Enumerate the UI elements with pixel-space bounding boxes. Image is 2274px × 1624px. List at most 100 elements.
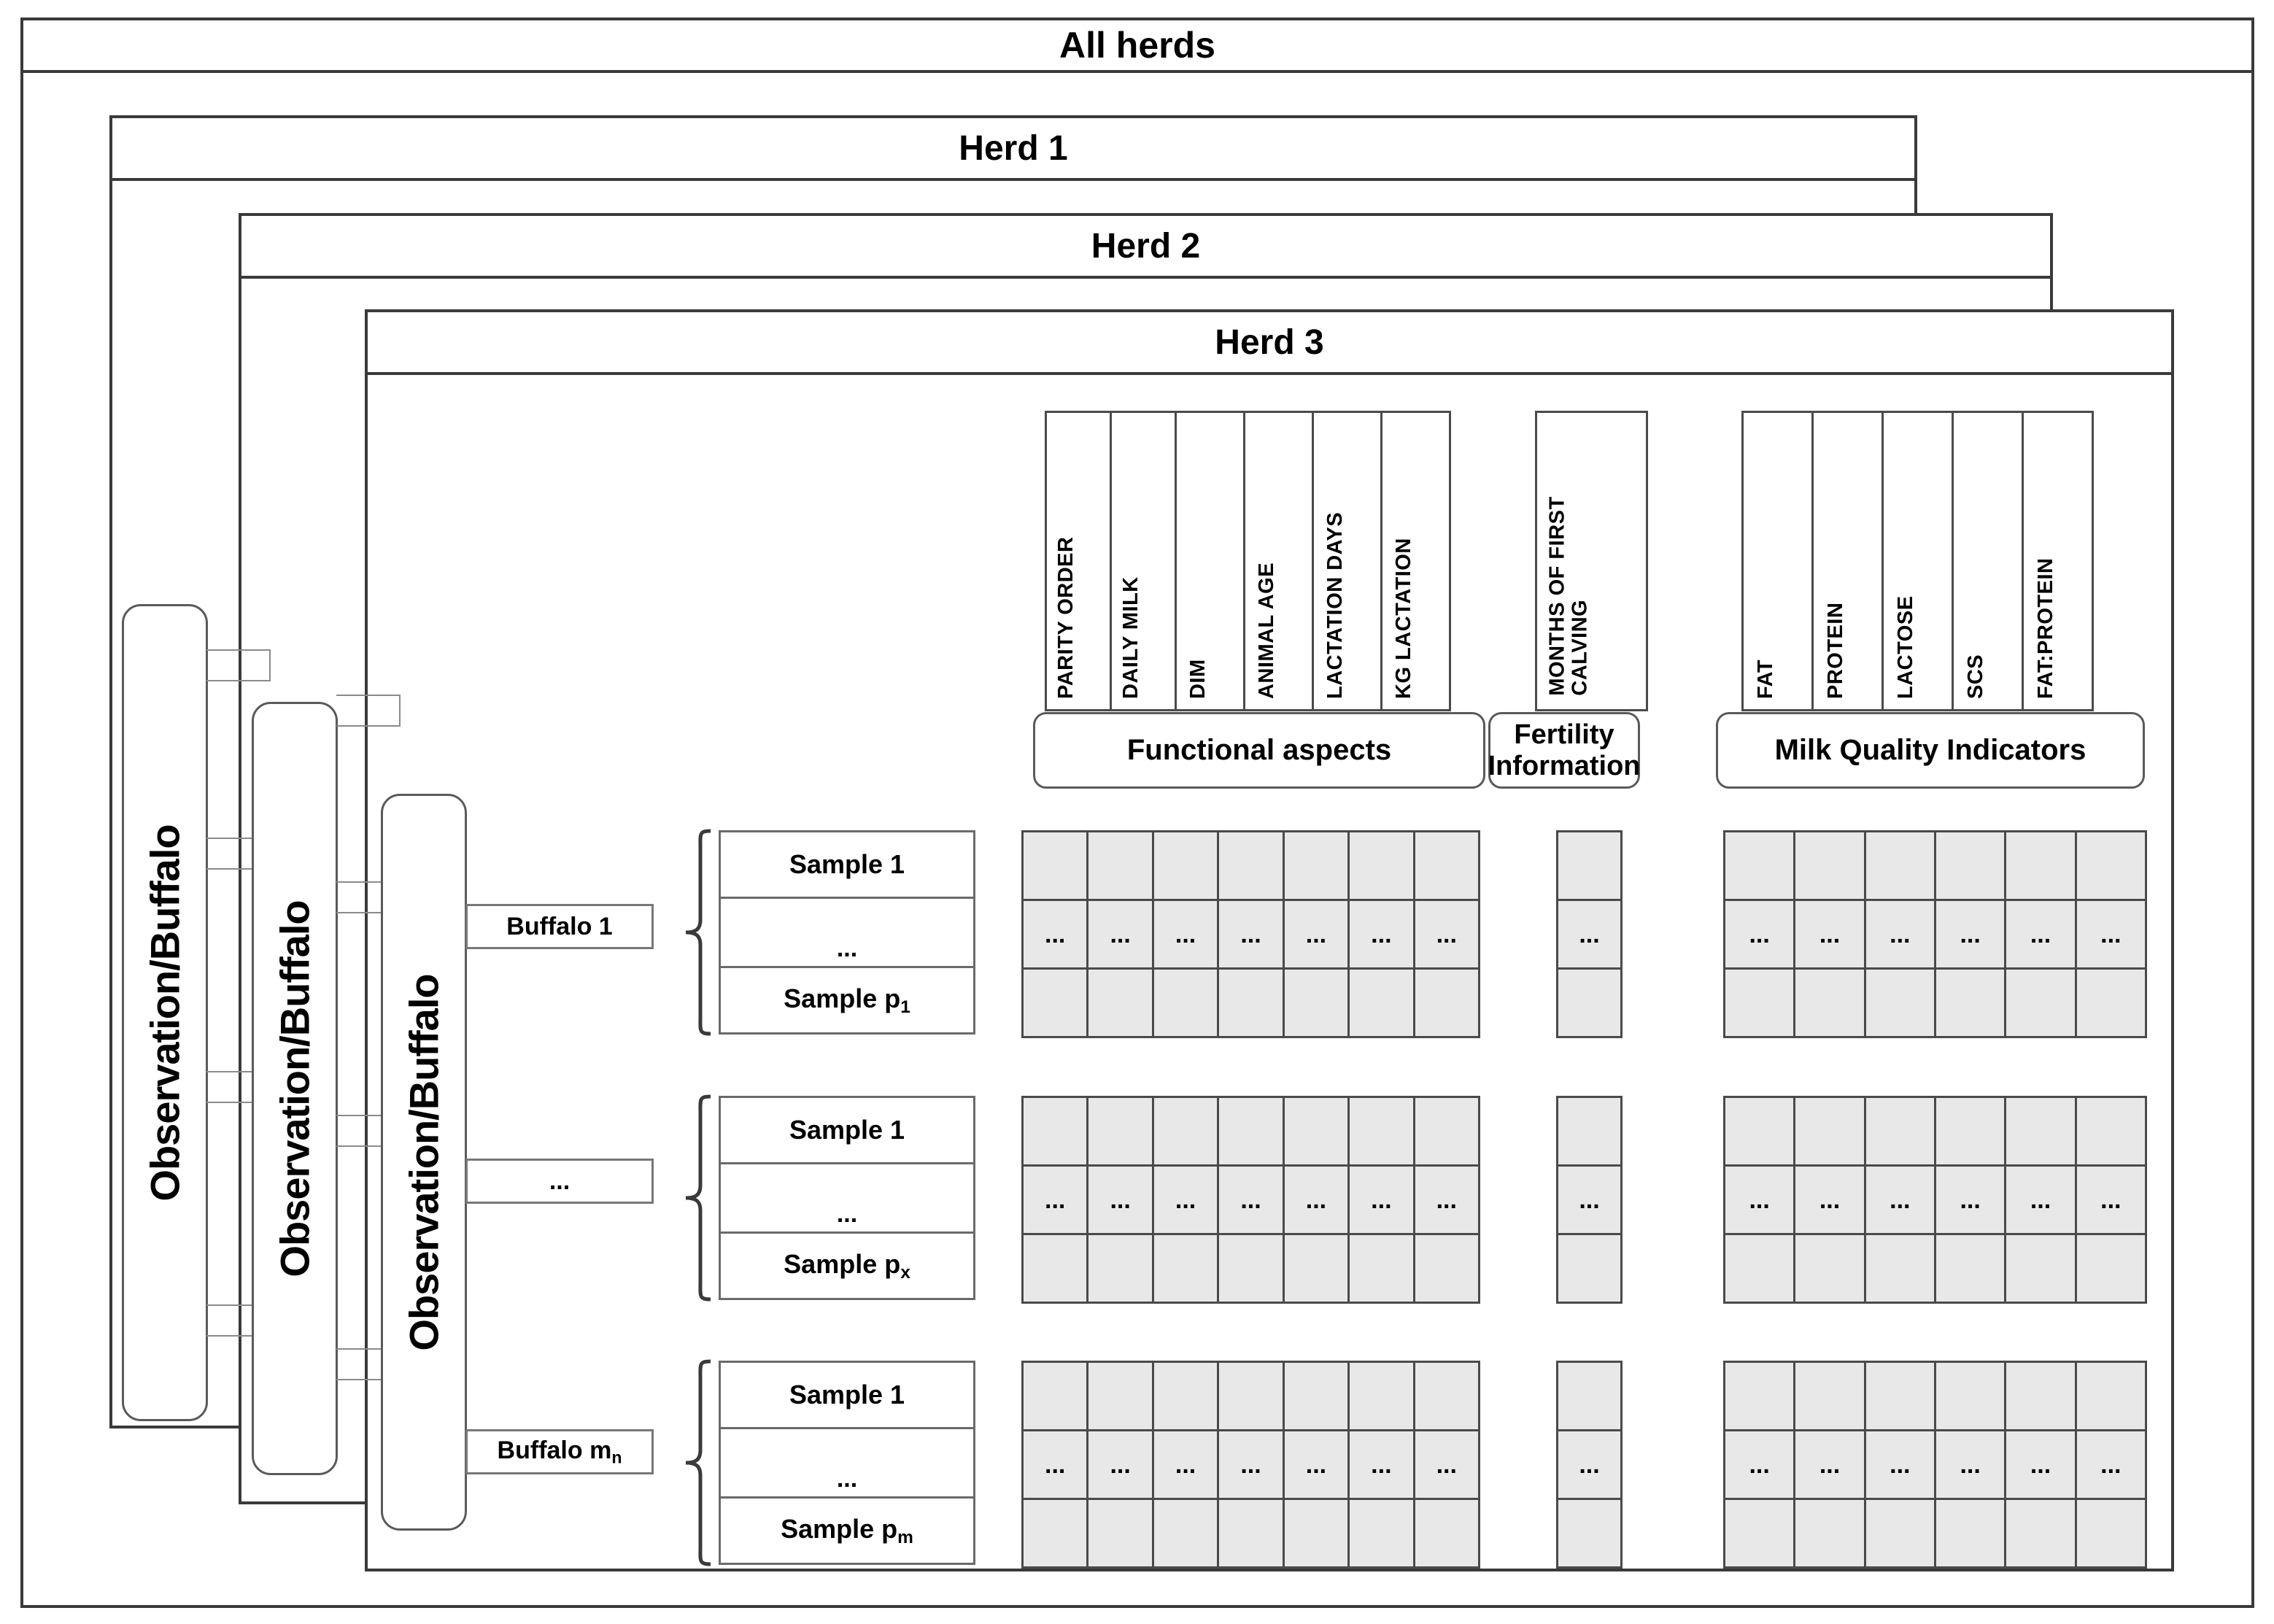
data-grid-milk-3: .................. bbox=[1723, 1361, 2147, 1569]
buffalo-box-1-label: Buffalo 1 bbox=[506, 912, 613, 940]
data-cell: ... bbox=[1863, 1429, 1936, 1500]
data-cell bbox=[1217, 1096, 1285, 1167]
data-cell bbox=[1793, 1498, 1866, 1569]
data-cell: ... bbox=[1412, 1429, 1480, 1500]
data-cell bbox=[1412, 1361, 1480, 1431]
buffalo-box-2-label: ... bbox=[549, 1167, 571, 1195]
category-banner-fertility-information: Fertility Information bbox=[1488, 712, 1641, 789]
connector-stub-2a bbox=[336, 695, 401, 727]
data-cell bbox=[2004, 1498, 2077, 1569]
sample-row-last-sub: 1 bbox=[900, 997, 910, 1017]
vcol-parity-order: PARITY ORDER bbox=[1045, 411, 1112, 711]
observation-buffalo-pill-3: Observation/Buffalo bbox=[381, 794, 467, 1531]
data-cell: ... bbox=[1217, 1164, 1285, 1235]
data-cell bbox=[1217, 1498, 1285, 1569]
data-cell bbox=[1723, 830, 1796, 901]
data-cell bbox=[1412, 1498, 1480, 1569]
category-banner-milk-quality-indicators-label: Milk Quality Indicators bbox=[1774, 734, 2087, 767]
observation-buffalo-pill-2: Observation/Buffalo bbox=[252, 702, 338, 1475]
data-grid-functional-2: ..................... bbox=[1021, 1096, 1480, 1304]
data-cell bbox=[2074, 1361, 2147, 1431]
vcol-daily-milk: DAILY MILK bbox=[1110, 411, 1177, 711]
data-cell bbox=[1934, 1361, 2007, 1431]
data-cell: ... bbox=[2004, 899, 2077, 970]
sample-row-ellipsis: ... bbox=[721, 1429, 973, 1499]
data-cell: ... bbox=[1347, 1429, 1415, 1500]
data-cell bbox=[1217, 830, 1285, 901]
data-cell bbox=[1347, 1233, 1415, 1304]
data-cell bbox=[1934, 830, 2007, 901]
data-cell: ... bbox=[2074, 899, 2147, 970]
data-cell bbox=[1217, 967, 1285, 1038]
data-cell bbox=[1934, 1498, 2007, 1569]
data-cell: ... bbox=[1282, 1429, 1350, 1500]
data-cell bbox=[1021, 1096, 1089, 1167]
data-cell bbox=[1793, 830, 1866, 901]
vcol-protein-label: PROTEIN bbox=[1823, 602, 1847, 699]
sample-stack-3: Sample 1 ... Sample pm bbox=[719, 1361, 975, 1565]
data-cell: ... bbox=[1412, 899, 1480, 970]
data-cell: ... bbox=[1723, 1164, 1796, 1235]
data-cell bbox=[1793, 1233, 1866, 1304]
data-cell: ... bbox=[1282, 1164, 1350, 1235]
data-cell: ... bbox=[1021, 899, 1089, 970]
buffalo-box-1[interactable]: Buffalo 1 bbox=[465, 904, 654, 949]
data-cell bbox=[1021, 967, 1089, 1038]
data-cell: ... bbox=[1793, 1164, 1866, 1235]
data-cell bbox=[1412, 830, 1480, 901]
frame-herd-1-title-text: Herd 1 bbox=[959, 128, 1068, 168]
observation-buffalo-pill-1: Observation/Buffalo bbox=[122, 604, 208, 1421]
data-cell bbox=[1412, 1096, 1480, 1167]
buffalo-box-3[interactable]: Buffalo mn bbox=[465, 1429, 654, 1474]
data-cell bbox=[1723, 1361, 1796, 1431]
buffalo-box-2[interactable]: ... bbox=[465, 1159, 654, 1204]
data-cell bbox=[1086, 1498, 1154, 1569]
sample-row-first-label: Sample 1 bbox=[789, 1380, 905, 1410]
data-cell bbox=[1282, 1096, 1350, 1167]
frame-all-herds-title: All herds bbox=[23, 20, 2251, 73]
data-grid-fertility-1: ... bbox=[1556, 830, 1623, 1038]
data-cell bbox=[1723, 1096, 1796, 1167]
data-cell bbox=[1151, 830, 1220, 901]
data-cell: ... bbox=[1412, 1164, 1480, 1235]
data-cell bbox=[1723, 1498, 1796, 1569]
data-cell bbox=[1086, 967, 1154, 1038]
data-cell bbox=[1723, 967, 1796, 1038]
sample-row-first-label: Sample 1 bbox=[789, 849, 905, 879]
data-cell bbox=[1934, 1233, 2007, 1304]
data-cell bbox=[1793, 967, 1866, 1038]
data-cell bbox=[1217, 1361, 1285, 1431]
vcol-fat-protein-label: FAT:PROTEIN bbox=[2033, 557, 2057, 699]
vcol-daily-milk-label: DAILY MILK bbox=[1119, 576, 1142, 699]
observation-buffalo-label-1: Observation/Buffalo bbox=[142, 824, 188, 1202]
data-cell bbox=[1347, 1361, 1415, 1431]
sample-row-first: Sample 1 bbox=[721, 832, 973, 899]
data-cell bbox=[1934, 967, 2007, 1038]
vcol-fat: FAT bbox=[1741, 411, 1814, 711]
sample-row-ellipsis: ... bbox=[721, 899, 973, 968]
brace-2 bbox=[685, 1094, 711, 1302]
data-cell bbox=[1086, 1233, 1154, 1304]
data-cell bbox=[1556, 830, 1623, 901]
data-cell bbox=[1863, 1233, 1936, 1304]
sample-stack-1: Sample 1 ... Sample p1 bbox=[719, 830, 975, 1035]
data-cell: ... bbox=[1556, 899, 1623, 970]
data-cell: ... bbox=[1934, 1164, 2007, 1235]
category-banner-functional-aspects: Functional aspects bbox=[1033, 712, 1485, 789]
data-grid-milk-1: .................. bbox=[1723, 830, 2147, 1038]
vcol-fat-protein: FAT:PROTEIN bbox=[2022, 411, 2094, 711]
data-cell: ... bbox=[1151, 899, 1220, 970]
data-cell: ... bbox=[1217, 899, 1285, 970]
data-cell bbox=[2004, 1233, 2077, 1304]
vcol-dim-label: DIM bbox=[1186, 659, 1210, 699]
buffalo-box-3-label: Buffalo mn bbox=[498, 1437, 622, 1467]
data-cell: ... bbox=[1217, 1429, 1285, 1500]
data-cell bbox=[1934, 1096, 2007, 1167]
data-grid-functional-1: ..................... bbox=[1021, 830, 1480, 1038]
vcol-lactation-days: LACTATION DAYS bbox=[1312, 411, 1382, 711]
data-cell bbox=[1793, 1096, 1866, 1167]
data-cell bbox=[1347, 1498, 1415, 1569]
data-cell: ... bbox=[1086, 1164, 1154, 1235]
